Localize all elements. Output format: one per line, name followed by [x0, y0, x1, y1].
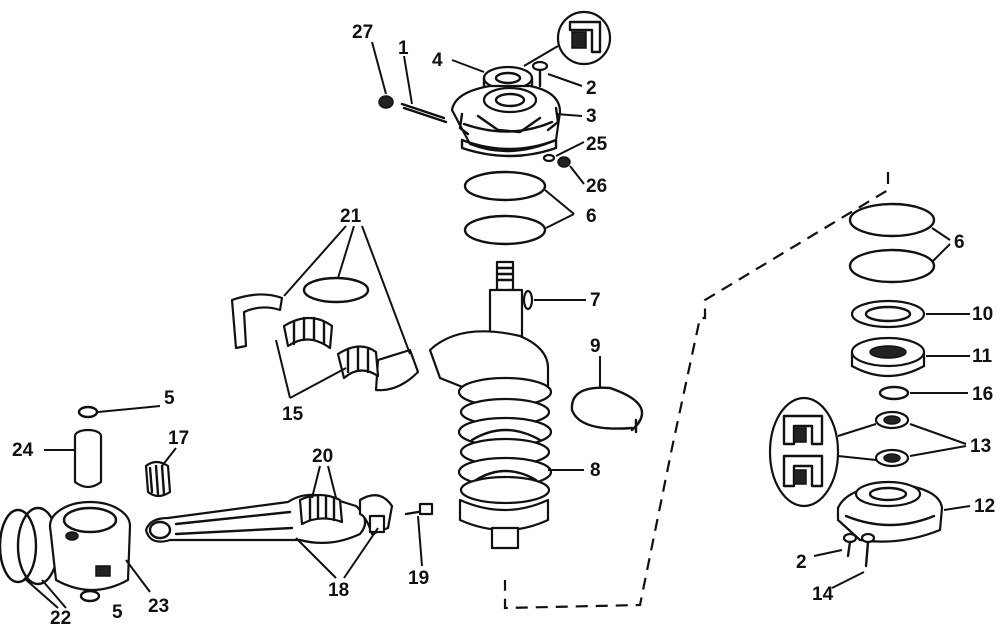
callout-11: 11: [972, 346, 993, 367]
callout-2-lower: 2: [796, 552, 807, 573]
ball-bearing-part-11: [850, 336, 926, 377]
assembly-boundary-dashed: [503, 172, 890, 610]
bearing-race-part-21-center: [302, 276, 370, 304]
callout-6-right: 6: [954, 232, 965, 253]
crankshaft-part-8: [428, 260, 553, 550]
screw-part-2-top: [531, 60, 549, 88]
needle-bearing-part-17: [144, 460, 172, 498]
retaining-ring-part-16: [878, 385, 910, 401]
callout-22: 22: [50, 608, 71, 628]
callout-15: 15: [282, 404, 304, 425]
callout-12: 12: [974, 496, 995, 517]
piston-pin-part-24: [73, 428, 103, 489]
callout-3: 3: [586, 106, 597, 127]
callout-16: 16: [972, 384, 993, 405]
callout-26: 26: [586, 176, 607, 197]
callout-5-lower: 5: [112, 602, 123, 623]
bearing-cage-part-21-right: [374, 348, 420, 392]
callout-25: 25: [586, 134, 608, 155]
washer-part-25: [542, 153, 556, 163]
inset-pointer-line: [523, 45, 559, 67]
callout-14: 14: [812, 584, 834, 605]
screw-part-14: [860, 532, 876, 568]
callout-17: 17: [168, 428, 189, 449]
callout-2: 2: [586, 78, 597, 99]
leader-lines: [23, 41, 971, 609]
bolt-part-1: [400, 102, 448, 124]
inset-pointer-line-lower: [837, 455, 877, 461]
o-rings-part-6-right: [848, 202, 936, 284]
callout-8: 8: [590, 460, 601, 481]
callout-18: 18: [328, 580, 349, 601]
callout-19: 19: [408, 568, 429, 589]
rod-cap-part-18: [358, 494, 394, 536]
upper-bearing-housing-part-3: [450, 84, 562, 158]
seals-part-13: [874, 410, 910, 468]
rod-bolt-part-19: [404, 502, 434, 516]
lower-bearing-housing-part-12: [836, 480, 944, 543]
callout-1: 1: [398, 38, 409, 59]
callout-24: 24: [12, 440, 34, 461]
callout-4: 4: [432, 50, 443, 71]
o-rings-part-6-top: [463, 170, 547, 246]
needle-bearing-part-15-left: [282, 316, 334, 350]
seal-detail-inset-right: [768, 396, 840, 508]
callout-20: 20: [312, 446, 333, 467]
key-part-7: [522, 289, 534, 311]
callout-5: 5: [164, 388, 175, 409]
callout-9: 9: [590, 336, 601, 357]
seal-detail-inset-top: [556, 10, 612, 66]
needle-bearing-part-20: [298, 493, 344, 526]
nut-part-26: [557, 156, 571, 168]
bearing-cage-part-21-left: [230, 293, 284, 350]
nut-part-27: [378, 95, 394, 109]
seal-part-10: [850, 299, 926, 329]
callout-10: 10: [972, 304, 993, 325]
retaining-ring-part-9: [570, 386, 644, 434]
callout-6: 6: [586, 206, 597, 227]
piston-rings-part-22: [0, 506, 60, 586]
screw-part-2-bottom: [842, 532, 858, 558]
piston-part-23: [48, 500, 132, 591]
needle-bearing-part-15-right: [336, 345, 380, 380]
inset-pointer-line-upper: [837, 423, 877, 437]
retaining-ring-part-5-bottom: [79, 589, 101, 603]
callout-13: 13: [970, 436, 991, 457]
callout-7: 7: [590, 290, 601, 311]
callout-23: 23: [148, 596, 169, 617]
callout-labels: 27 1 4 2 3 25 26 6 21 7 9 15 5 24 17 20 …: [12, 22, 995, 628]
callout-27: 27: [352, 22, 373, 43]
retaining-ring-part-5-top: [77, 405, 99, 419]
callout-21: 21: [340, 206, 362, 227]
